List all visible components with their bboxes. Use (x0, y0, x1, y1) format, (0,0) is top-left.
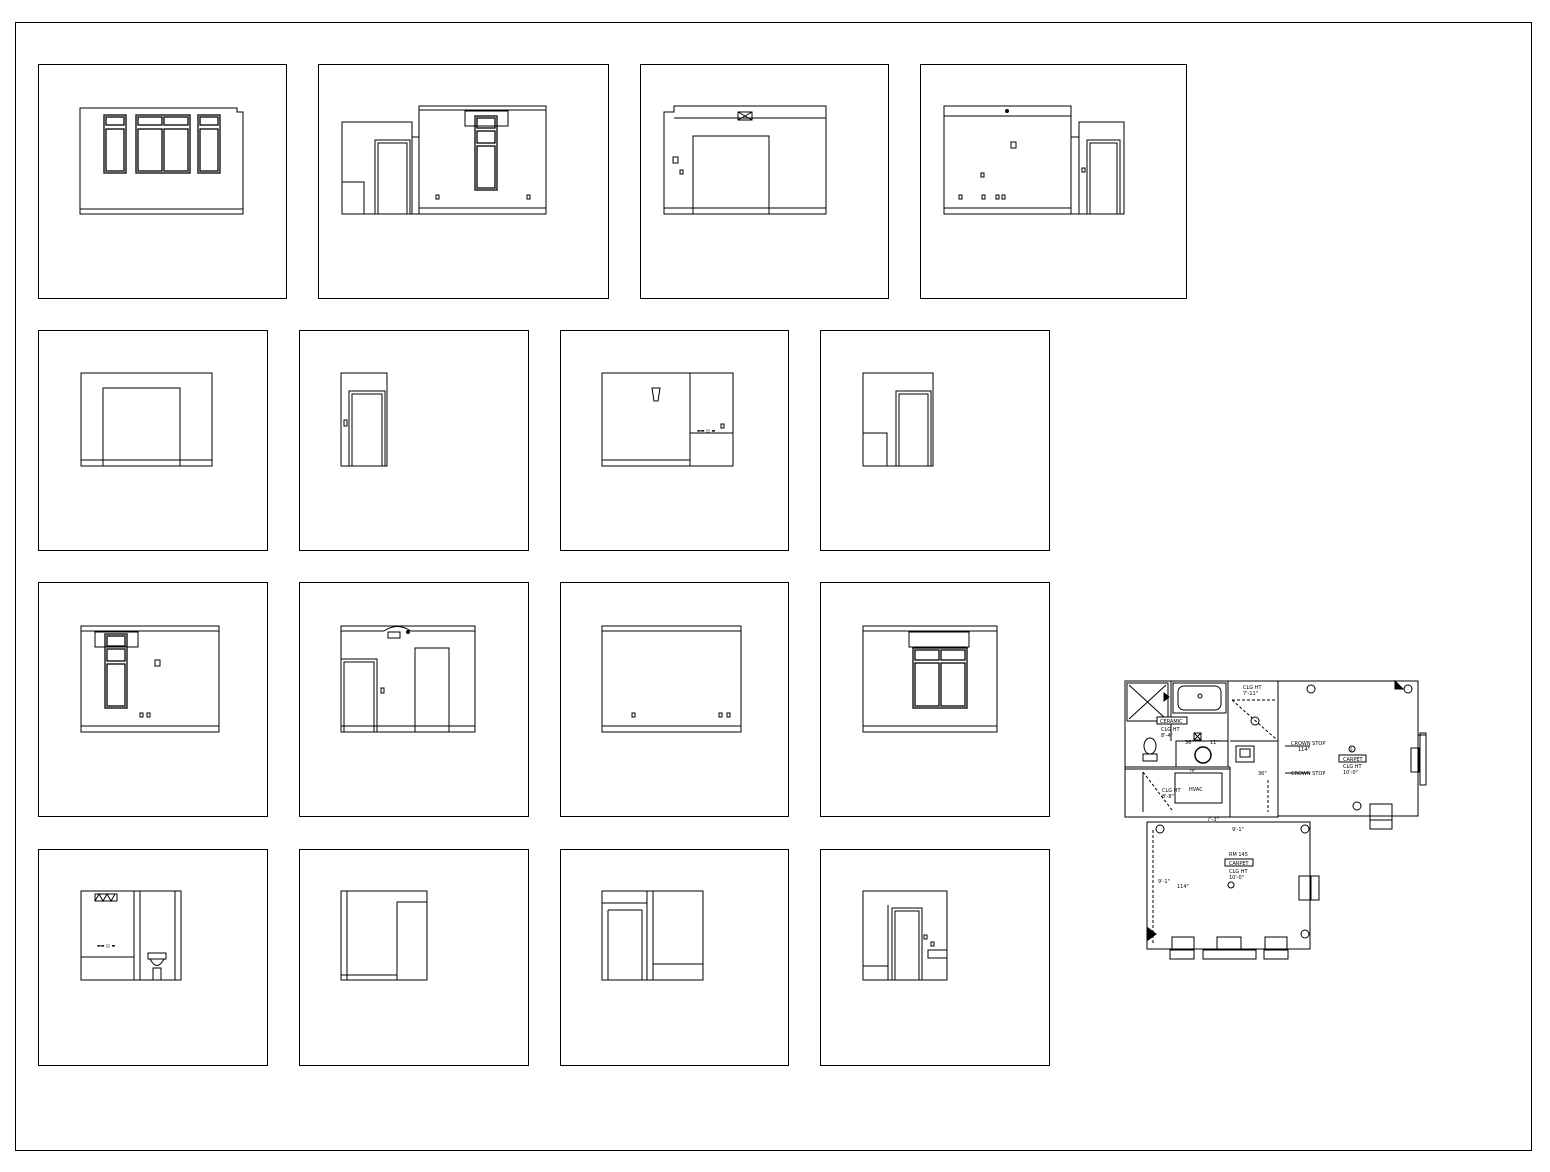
floor-plan[interactable]: CERAMIC CLG HT 8'-4" 36" 11" CLG HT 7'-1… (1124, 679, 1427, 960)
elevation-panel-9[interactable] (38, 582, 268, 817)
svg-text:HVAC: HVAC (1189, 787, 1203, 793)
outlet-icon (146, 712, 151, 718)
svg-text:10'-0": 10'-0" (1229, 875, 1244, 881)
elevation-panel-15[interactable] (560, 849, 789, 1066)
switch-icon (1010, 141, 1017, 149)
svg-text:9'-1": 9'-1" (1158, 879, 1170, 885)
room-number: RM 145 (1229, 852, 1248, 858)
outlet-icon (631, 712, 636, 718)
svg-text:114": 114" (1298, 747, 1310, 753)
svg-text:9'-1": 9'-1" (1232, 827, 1244, 833)
svg-text:8'-8": 8'-8" (1162, 794, 1174, 800)
switch-icon (679, 169, 684, 175)
svg-text:114": 114" (1177, 884, 1189, 890)
elevation-panel-5[interactable] (38, 330, 268, 551)
svg-text:▬▬ ▯▯ ▬: ▬▬ ▯▯ ▬ (697, 428, 716, 433)
toilet-icon (1142, 737, 1158, 762)
elevation-panel-2[interactable] (318, 64, 609, 299)
outlet-icon (995, 194, 1000, 200)
elevation-panel-7[interactable]: ▬▬ ▯▯ ▬ (560, 330, 789, 551)
switch-icon (1081, 167, 1086, 173)
outlet-icon (980, 172, 985, 178)
elevation-panel-10[interactable] (299, 582, 529, 817)
svg-text:7'-11": 7'-11" (1243, 691, 1258, 697)
outlet-icon (526, 194, 531, 200)
window-icon (474, 115, 498, 191)
switch-icon (154, 659, 161, 667)
sink-icon (1194, 746, 1212, 764)
vent-icon (94, 893, 118, 902)
elevation-panel-13[interactable]: ▬▬ ▯▯ ▬ (38, 849, 268, 1066)
elevation-panel-14[interactable] (299, 849, 529, 1066)
svg-text:CROWN STOP: CROWN STOP (1291, 771, 1325, 777)
svg-text:▬▬ ▯▯ ▬: ▬▬ ▯▯ ▬ (97, 943, 116, 948)
bathtub (1172, 682, 1227, 714)
switch-icon (380, 687, 385, 694)
svg-text:36": 36" (1185, 740, 1194, 746)
hvac-unit (1174, 772, 1223, 804)
elevation-panel-16[interactable] (820, 849, 1050, 1066)
window-icon (912, 647, 968, 709)
outlet-icon (958, 194, 963, 200)
svg-text:CLG HT: CLG HT (1243, 685, 1263, 691)
window-icon (103, 114, 221, 174)
outlet-icon (435, 194, 440, 200)
sheet-border (15, 22, 1532, 1151)
garage-door (692, 135, 770, 215)
svg-text:CLG HT: CLG HT (1162, 788, 1182, 794)
elevation-panel-4[interactable] (920, 64, 1187, 299)
ceramic-tag: CERAMIC (1160, 719, 1183, 725)
elevation-panel-1[interactable] (38, 64, 287, 299)
switch-icon (343, 419, 348, 427)
shower-stall (1126, 682, 1169, 722)
elevation-panel-12[interactable] (820, 582, 1050, 817)
outlet-icon (718, 712, 723, 718)
elevation-panel-8[interactable] (820, 330, 1050, 551)
vanity (1175, 740, 1229, 768)
vent-icon (387, 631, 401, 639)
garage-door (102, 387, 181, 467)
appliance (1235, 745, 1255, 763)
svg-text:CLG HT: CLG HT (1229, 869, 1249, 875)
svg-text:S: S (1350, 747, 1353, 752)
svg-text:CARPET: CARPET (1229, 861, 1250, 867)
elevation-panel-3[interactable] (640, 64, 889, 299)
outlet-icon (930, 941, 935, 947)
outlet-icon (720, 423, 725, 429)
elevation-panel-6[interactable] (299, 330, 529, 551)
ceiling-height-value: 8'-4" (1161, 733, 1173, 739)
outlet-icon (981, 194, 986, 200)
thermostat-icon (672, 156, 679, 164)
outlet-icon (923, 934, 928, 940)
svg-text:36": 36" (1258, 771, 1267, 777)
window-icon (104, 633, 128, 709)
light-fixture-icon (651, 387, 661, 402)
outlet-icon (139, 712, 144, 718)
vent-icon (737, 111, 753, 121)
outlet-icon (1001, 194, 1006, 200)
carpet-tag: CARPET (1343, 757, 1364, 763)
svg-text:7'-3": 7'-3" (1207, 817, 1219, 823)
svg-text:CROWN STOP: CROWN STOP (1291, 741, 1325, 747)
ceiling-height-label: CLG HT (1161, 727, 1181, 733)
svg-text:11": 11" (1210, 740, 1219, 746)
outlet-icon (726, 712, 731, 718)
elevation-panel-11[interactable] (560, 582, 789, 817)
svg-text:79": 79" (1189, 768, 1196, 773)
svg-text:10'-0": 10'-0" (1343, 770, 1358, 776)
svg-text:CLG HT: CLG HT (1343, 764, 1363, 770)
toilet-icon (147, 952, 167, 981)
